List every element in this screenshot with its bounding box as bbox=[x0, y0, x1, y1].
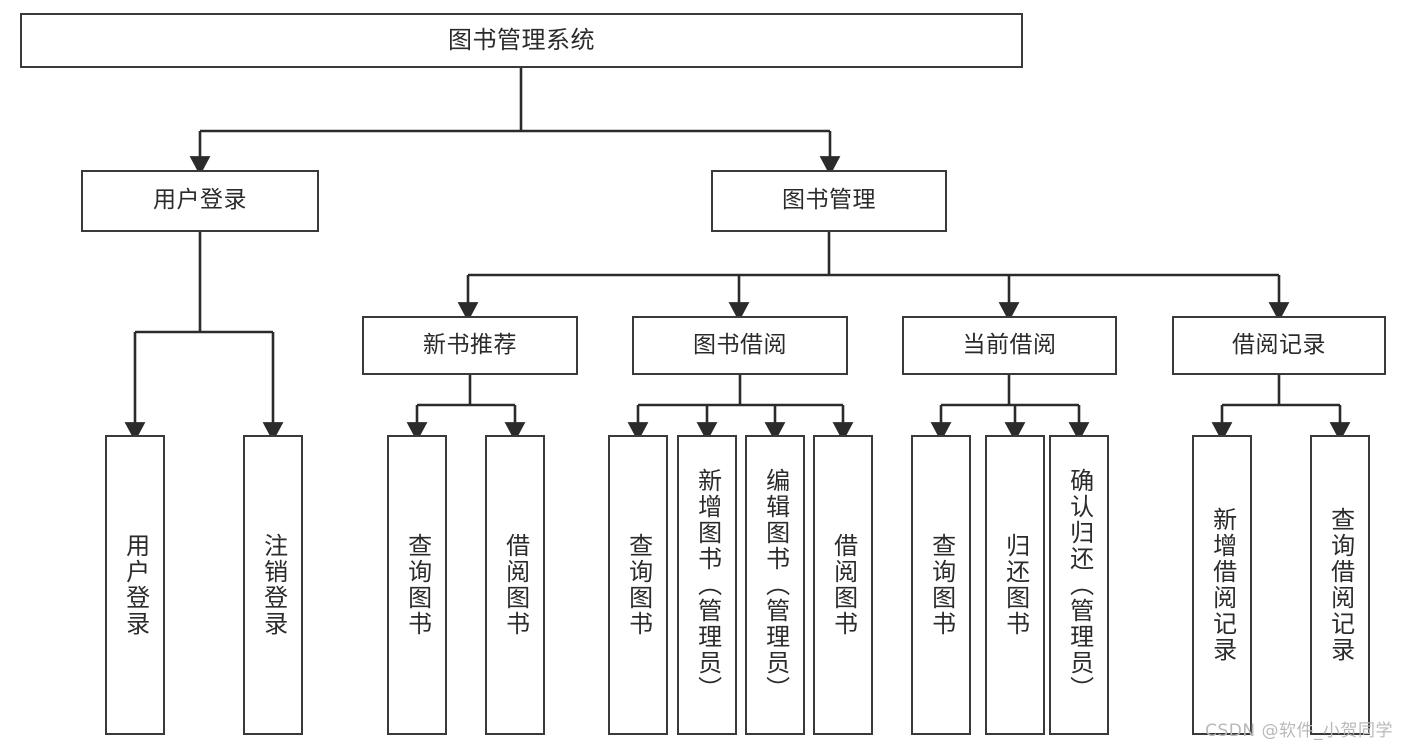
leaf-return-book[interactable]: 归还图书 bbox=[985, 435, 1045, 735]
node-new-book-recommend[interactable]: 新书推荐 bbox=[362, 316, 578, 375]
node-user-login[interactable]: 用户登录 bbox=[81, 170, 319, 232]
node-current-borrow-label: 当前借阅 bbox=[962, 331, 1057, 358]
leaf-borrow-book-label: 借阅图书 bbox=[829, 533, 858, 637]
leaf-logout-login-label: 注销登录 bbox=[259, 533, 288, 637]
leaf-borrow-book[interactable]: 借阅图书 bbox=[813, 435, 873, 735]
leaf-query-borrow-record-label: 查询借阅记录 bbox=[1326, 507, 1355, 663]
node-root-label: 图书管理系统 bbox=[448, 26, 595, 55]
leaf-borrow-book-recommend-label: 借阅图书 bbox=[501, 533, 530, 637]
leaf-user-login[interactable]: 用户登录 bbox=[105, 435, 165, 735]
leaf-confirm-return-admin-label: 确认归还（管理员） bbox=[1065, 468, 1094, 702]
node-user-login-label: 用户登录 bbox=[153, 187, 247, 214]
leaf-add-borrow-record[interactable]: 新增借阅记录 bbox=[1192, 435, 1252, 735]
watermark: CSDN @软件_小贺同学 bbox=[1205, 721, 1393, 741]
leaf-query-book-recommend[interactable]: 查询图书 bbox=[387, 435, 447, 735]
node-new-book-recommend-label: 新书推荐 bbox=[423, 331, 517, 358]
leaf-query-book-borrow-label: 查询图书 bbox=[624, 533, 653, 637]
node-book-manage[interactable]: 图书管理 bbox=[711, 170, 947, 232]
node-current-borrow[interactable]: 当前借阅 bbox=[902, 316, 1117, 375]
node-book-manage-label: 图书管理 bbox=[782, 187, 876, 214]
leaf-edit-book-admin[interactable]: 编辑图书（管理员） bbox=[745, 435, 805, 735]
node-book-borrow[interactable]: 图书借阅 bbox=[632, 316, 848, 375]
node-borrow-record[interactable]: 借阅记录 bbox=[1172, 316, 1386, 375]
node-book-borrow-label: 图书借阅 bbox=[693, 331, 787, 358]
leaf-query-borrow-record[interactable]: 查询借阅记录 bbox=[1310, 435, 1370, 735]
leaf-confirm-return-admin[interactable]: 确认归还（管理员） bbox=[1049, 435, 1109, 735]
leaf-add-borrow-record-label: 新增借阅记录 bbox=[1208, 507, 1237, 663]
leaf-edit-book-admin-label: 编辑图书（管理员） bbox=[761, 468, 790, 702]
node-root[interactable]: 图书管理系统 bbox=[20, 13, 1023, 68]
leaf-return-book-label: 归还图书 bbox=[1001, 533, 1030, 637]
leaf-query-book-current[interactable]: 查询图书 bbox=[911, 435, 971, 735]
leaf-query-book-borrow[interactable]: 查询图书 bbox=[608, 435, 668, 735]
node-borrow-record-label: 借阅记录 bbox=[1232, 331, 1326, 358]
leaf-logout-login[interactable]: 注销登录 bbox=[243, 435, 303, 735]
leaf-add-book-admin[interactable]: 新增图书（管理员） bbox=[677, 435, 737, 735]
leaf-user-login-label: 用户登录 bbox=[121, 533, 150, 637]
leaf-borrow-book-recommend[interactable]: 借阅图书 bbox=[485, 435, 545, 735]
leaf-query-book-recommend-label: 查询图书 bbox=[403, 533, 432, 637]
leaf-add-book-admin-label: 新增图书（管理员） bbox=[693, 468, 722, 702]
leaf-query-book-current-label: 查询图书 bbox=[927, 533, 956, 637]
